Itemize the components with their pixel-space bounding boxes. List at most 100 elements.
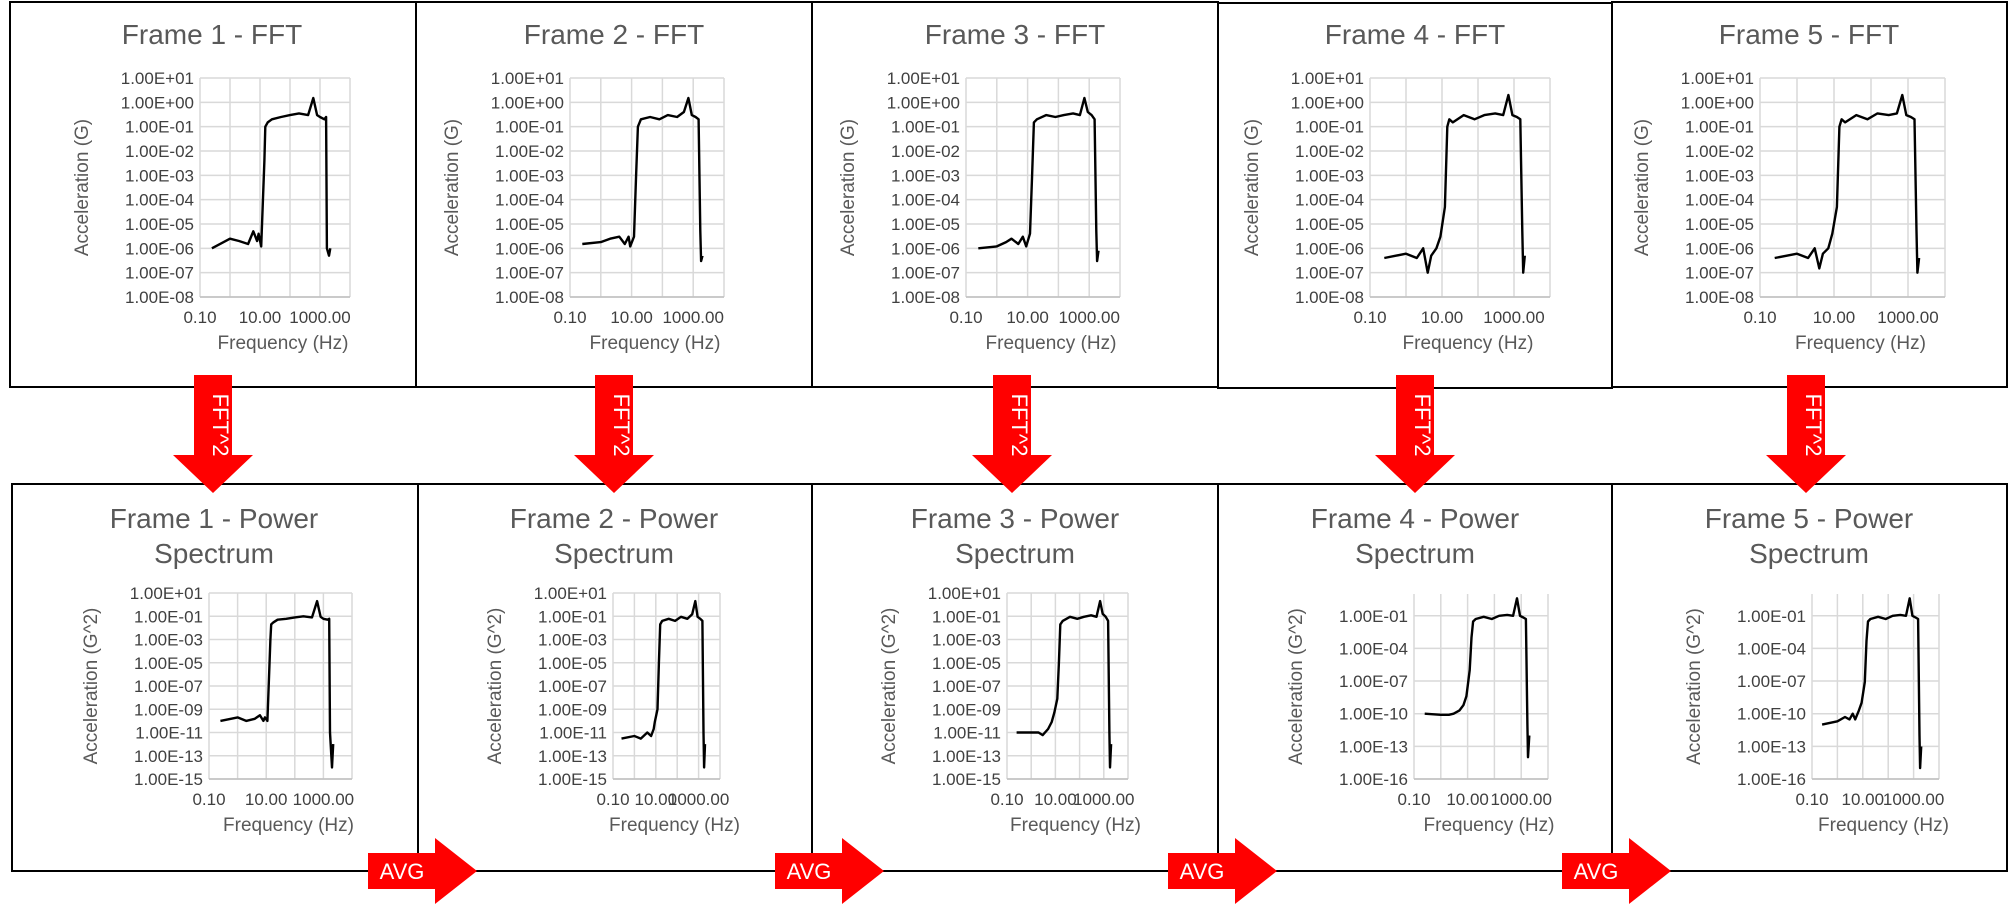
- x-tick-label: 10.00: [245, 790, 288, 809]
- y-tick-label: 1.00E+01: [928, 584, 1001, 603]
- y-tick-label: 1.00E-07: [134, 677, 203, 696]
- y-tick-label: 1.00E-15: [538, 770, 607, 789]
- y-tick-label: 1.00E-09: [538, 700, 607, 719]
- y-tick-label: 1.00E-05: [125, 215, 194, 234]
- avg-arrow: AVG: [1168, 838, 1277, 904]
- x-axis-label: Frequency (Hz): [986, 333, 1117, 354]
- y-axis-label: Acceleration (G^2): [485, 608, 506, 765]
- y-tick-label: 1.00E-05: [495, 215, 564, 234]
- right-arrow-label: AVG: [787, 859, 832, 884]
- x-tick-label: 0.10: [192, 790, 225, 809]
- x-tick-label: 10.00: [1446, 790, 1489, 809]
- y-tick-label: 1.00E-08: [891, 288, 960, 307]
- y-tick-label: 1.00E-01: [1737, 607, 1806, 626]
- y-tick-label: 1.00E-02: [125, 142, 194, 161]
- x-axis-label: Frequency (Hz): [1403, 333, 1534, 354]
- y-tick-label: 1.00E-01: [495, 118, 564, 137]
- data-series-line: [582, 96, 704, 263]
- y-axis-label: Acceleration (G): [1242, 119, 1263, 256]
- y-axis-label: Acceleration (G): [442, 119, 463, 256]
- y-tick-label: 1.00E-04: [1295, 191, 1364, 210]
- y-tick-label: 1.00E-05: [932, 654, 1001, 673]
- y-tick-label: 1.00E-06: [1295, 239, 1364, 258]
- x-tick-label: 1000.00: [1877, 308, 1938, 327]
- y-tick-label: 1.00E-13: [134, 747, 203, 766]
- data-series-line: [1821, 597, 1923, 770]
- x-tick-label: 1000.00: [1058, 308, 1119, 327]
- x-tick-label: 10.00: [610, 308, 653, 327]
- y-tick-label: 1.00E+00: [887, 93, 960, 112]
- y-tick-label: 1.00E-05: [538, 654, 607, 673]
- y-tick-label: 1.00E-09: [134, 700, 203, 719]
- down-arrow-shape: [574, 375, 654, 493]
- y-tick-label: 1.00E-10: [1339, 705, 1408, 724]
- fft-squared-arrow: FFT^2: [1375, 375, 1455, 493]
- panel-frame: [1217, 2, 1613, 389]
- chart-title: Frame 4 - FFT: [1325, 19, 1505, 50]
- y-tick-label: 1.00E+00: [491, 93, 564, 112]
- x-axis-label: Frequency (Hz): [1795, 333, 1926, 354]
- x-axis-label: Frequency (Hz): [609, 815, 740, 836]
- data-series-line: [621, 599, 707, 769]
- x-tick-label: 10.00: [1842, 790, 1885, 809]
- x-tick-label: 10.00: [1813, 308, 1856, 327]
- y-tick-label: 1.00E+01: [491, 69, 564, 88]
- y-axis-label: Acceleration (G^2): [879, 608, 900, 765]
- y-tick-label: 1.00E-02: [495, 142, 564, 161]
- y-tick-label: 1.00E-05: [891, 215, 960, 234]
- x-axis-label: Frequency (Hz): [223, 815, 354, 836]
- fft-squared-arrow: FFT^2: [574, 375, 654, 493]
- y-tick-label: 1.00E-03: [932, 631, 1001, 650]
- fft-squared-arrow: FFT^2: [1766, 375, 1846, 493]
- y-tick-label: 1.00E-04: [1737, 639, 1806, 658]
- chart-panel-fft-1: Frame 1 - FFT1.00E-081.00E-071.00E-061.0…: [9, 1, 417, 388]
- y-tick-label: 1.00E-06: [1685, 239, 1754, 258]
- y-tick-label: 1.00E-13: [1737, 737, 1806, 756]
- y-tick-label: 1.00E-01: [891, 118, 960, 137]
- y-tick-label: 1.00E-15: [134, 770, 203, 789]
- y-tick-label: 1.00E-04: [1339, 639, 1408, 658]
- y-tick-label: 1.00E+01: [130, 584, 203, 603]
- y-tick-label: 1.00E-03: [125, 166, 194, 185]
- x-tick-label: 0.10: [1353, 308, 1386, 327]
- right-arrow-shape: [368, 838, 477, 904]
- y-tick-label: 1.00E-07: [538, 677, 607, 696]
- x-tick-label: 10.00: [635, 790, 678, 809]
- y-tick-label: 1.00E-07: [1685, 264, 1754, 283]
- y-tick-label: 1.00E-15: [932, 770, 1001, 789]
- x-axis-label: Frequency (Hz): [1818, 815, 1949, 836]
- right-arrow-label: AVG: [1180, 859, 1225, 884]
- y-tick-label: 1.00E-16: [1737, 770, 1806, 789]
- x-tick-label: 0.10: [183, 308, 216, 327]
- x-tick-label: 1000.00: [1883, 790, 1944, 809]
- x-tick-label: 10.00: [239, 308, 282, 327]
- data-series-line: [978, 96, 1100, 263]
- x-tick-label: 1000.00: [289, 308, 350, 327]
- y-tick-label: 1.00E-11: [933, 724, 1001, 743]
- fft-squared-arrow: FFT^2: [972, 375, 1052, 493]
- x-tick-label: 0.10: [553, 308, 586, 327]
- x-tick-label: 0.10: [1743, 308, 1776, 327]
- data-series-line: [1774, 93, 1921, 274]
- y-tick-label: 1.00E-13: [1339, 737, 1408, 756]
- y-tick-label: 1.00E-03: [495, 166, 564, 185]
- right-arrow-label: AVG: [1574, 859, 1619, 884]
- y-tick-label: 1.00E-07: [891, 264, 960, 283]
- y-tick-label: 1.00E-01: [1339, 607, 1408, 626]
- data-series-line: [220, 599, 335, 769]
- avg-arrow: AVG: [368, 838, 477, 904]
- x-tick-label: 1000.00: [293, 790, 354, 809]
- y-tick-label: 1.00E-01: [932, 607, 1001, 626]
- down-arrow-shape: [972, 375, 1052, 493]
- down-arrow-shape: [173, 375, 253, 493]
- y-tick-label: 1.00E-06: [495, 239, 564, 258]
- panel-frame: [811, 483, 1219, 872]
- panel-frame: [417, 483, 813, 872]
- y-tick-label: 1.00E-08: [1295, 288, 1364, 307]
- y-tick-label: 1.00E-07: [1339, 672, 1408, 691]
- data-series-line: [1424, 597, 1531, 759]
